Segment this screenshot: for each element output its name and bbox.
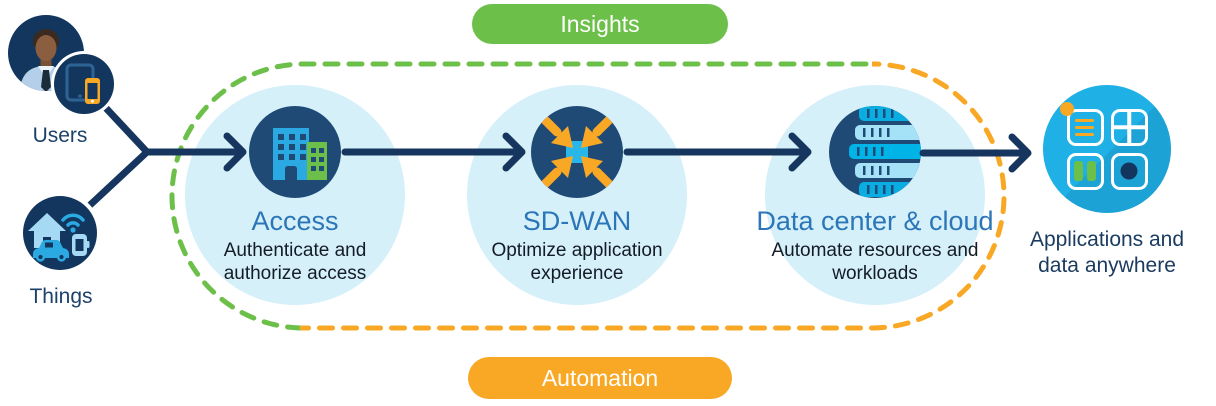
automation-pill: Automation [468,357,732,399]
server-row [855,125,921,140]
arrowhead-icon [1008,133,1032,173]
wifi-icon [61,213,85,227]
app-tile-columns [1066,152,1104,190]
server-row [855,163,921,178]
server-row [859,182,921,197]
app-grid-icon [1038,80,1176,218]
users-label: Users [32,124,88,147]
converging-arrows-icon [540,115,614,189]
sdwan-icon-circle [531,106,623,198]
insights-pill: Insights [472,4,728,44]
server-row [859,106,921,121]
stage-access-subtitle: Authenticate and authorize access [223,240,367,285]
stage-access-title: Access [251,206,339,236]
iot-things-icon [19,192,101,274]
server-row [849,144,921,159]
stage-access: Access Authenticate and authorize access [185,85,405,305]
stage-sdwan: SD-WAN Optimize application experience [467,85,687,305]
app-tile-record [1110,152,1148,190]
smartwatch-icon [72,234,90,256]
stage-sdwan-title: SD-WAN [522,206,632,236]
tablet-phone-icon [51,51,117,117]
house-icon [28,213,66,231]
stage-dc-title: Data center & cloud [756,206,994,236]
stage-datacenter-cloud: Data center & cloud Automate resources a… [756,85,994,305]
access-icon-circle [249,106,341,198]
things-label: Things [29,285,93,308]
app-tile-list [1059,101,1104,146]
destination-label: Applications and data anywhere [1029,228,1185,278]
stage-sdwan-subtitle: Optimize application experience [491,240,663,285]
buildings-icon [273,128,327,180]
app-grid [1043,85,1171,213]
car-icon [33,240,69,262]
app-tile-window [1110,108,1148,146]
notification-dot-icon [1059,101,1074,116]
stage-dc-subtitle: Automate resources and workloads [771,240,979,285]
server-stack-icon [829,106,921,198]
text-lines-icon [1074,118,1094,136]
